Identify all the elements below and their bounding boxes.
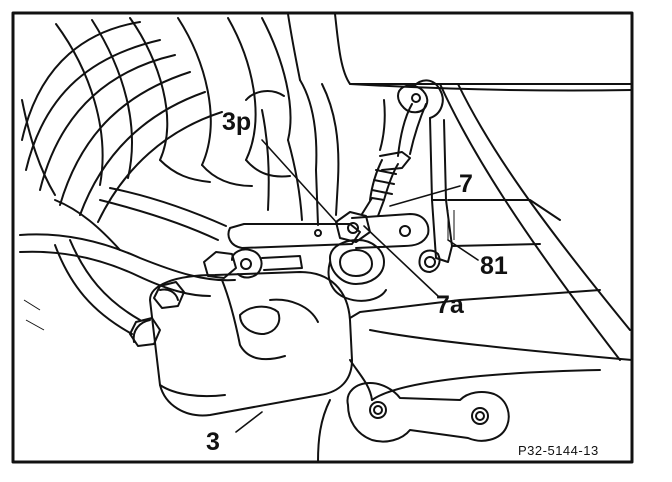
leader-7 — [389, 185, 461, 207]
upper-tube — [287, 13, 633, 92]
leader-3p — [261, 139, 339, 225]
bottom-bracket — [346, 382, 510, 443]
leader-3 — [235, 411, 263, 433]
callout-7: 7 — [459, 170, 473, 198]
center-housing — [245, 79, 340, 226]
lever-bolt — [203, 248, 303, 279]
base-plate — [317, 289, 633, 463]
switch-body — [132, 271, 353, 417]
lever-arm — [227, 213, 430, 249]
figure-frame — [11, 11, 634, 464]
side-nuts — [129, 281, 185, 347]
leader-lines — [235, 139, 479, 433]
callout-3p: 3p — [222, 108, 252, 136]
figure-reference: P32-5144-13 — [518, 443, 599, 458]
pivot-nut — [327, 211, 387, 302]
callout-7a: 7a — [436, 291, 464, 319]
lower-pipes — [19, 187, 236, 335]
callout-81: 81 — [480, 252, 508, 280]
leader-81 — [447, 239, 479, 261]
callout-3: 3 — [206, 428, 220, 456]
shading-hatch — [23, 210, 455, 331]
linkage-rod — [361, 79, 444, 217]
leader-7a — [363, 225, 439, 297]
bellows-hose — [21, 17, 292, 223]
